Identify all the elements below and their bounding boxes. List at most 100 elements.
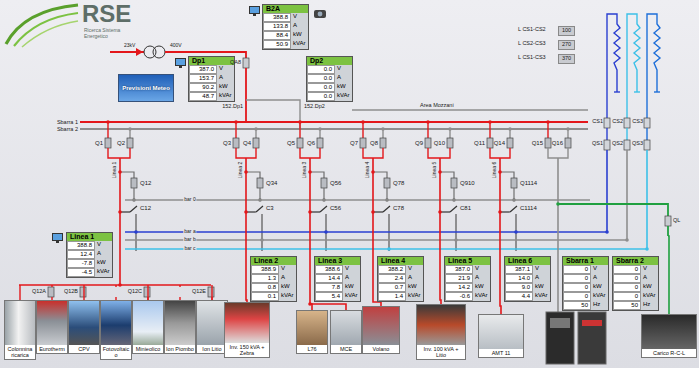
wire: [363, 148, 383, 158]
wire: [19, 284, 211, 286]
panel-row: 21.9A: [445, 274, 490, 283]
feeder-drop: [115, 285, 116, 287]
symbol-label: QS1: [592, 141, 603, 147]
equipment-tile: AMT 11: [478, 314, 524, 358]
measure-unit: V: [343, 265, 359, 274]
breaker-symbol: [425, 138, 431, 148]
cabinet-panel: [550, 318, 570, 328]
measure-unit: A: [95, 250, 111, 259]
breaker-symbol: [131, 178, 137, 188]
wire: [557, 158, 559, 312]
measure-unit: Hz: [641, 301, 657, 310]
measure-unit: kVAr: [335, 92, 352, 101]
feeder-drop: [246, 158, 247, 302]
wire: [547, 122, 548, 138]
measure-unit: kW: [533, 283, 549, 292]
symbol-label: Q9: [415, 140, 423, 146]
symbol-label: 152.Dp1: [222, 104, 243, 110]
breaker-symbol: [317, 138, 323, 148]
wire: [606, 150, 608, 232]
panel-row: 50Hz: [563, 301, 608, 310]
measure-value: 14.2: [445, 283, 473, 292]
measure-value: 0: [613, 292, 641, 301]
monitor-stand: [253, 14, 256, 16]
measure-value: 1.4: [378, 292, 406, 301]
equipment-tile: Inv. 100 kVA + Litio: [416, 304, 466, 360]
equipment-caption: L76: [297, 345, 327, 353]
symbol-label: Sbarra 2: [57, 127, 78, 133]
wire: [489, 122, 490, 138]
measure-value: 0: [613, 265, 641, 274]
measure-value: 0: [563, 283, 591, 292]
symbol-label: Q910: [460, 180, 475, 186]
measure-unit: A: [533, 274, 549, 283]
symbol-label: Sbarra 1: [57, 120, 78, 126]
cabinet-illustration: [578, 312, 606, 364]
symbol-label: Q1: [95, 140, 103, 146]
wire: [310, 172, 324, 178]
panel-title: Linea 4: [378, 257, 423, 265]
measure-unit: A: [473, 274, 489, 283]
panel-row: -0.6kVAr: [445, 292, 490, 301]
symbol-label: L CS1-CS3: [518, 55, 546, 61]
panel-row: 387.0V: [445, 265, 490, 274]
measure-value: 1.3: [251, 274, 279, 283]
bar: [125, 248, 647, 250]
wire: [119, 158, 121, 285]
feeder-drop: [51, 285, 52, 287]
breaker-symbol: [447, 138, 453, 148]
symbol-label: 400V: [170, 43, 182, 48]
measure-value: 0: [563, 265, 591, 274]
symbol-label: QS3: [632, 141, 643, 147]
feeder-drop: [211, 285, 212, 300]
junction-dot: [318, 127, 322, 131]
wire: [245, 68, 247, 122]
panel-title: Linea 6: [505, 257, 550, 265]
breaker-symbol: [144, 287, 150, 297]
meter-panel: Linea 2388.9V1.3A0.8kW0.1kVAr: [250, 256, 297, 302]
breaker-symbol: [297, 138, 303, 148]
junction-dot: [625, 238, 629, 242]
meter-panel: Sbarra 10V0A0kW0kVAr50Hz: [562, 256, 609, 311]
panel-row: 1.3A: [251, 274, 296, 283]
measure-unit: kVAr: [473, 292, 490, 301]
junction-dot: [106, 120, 110, 124]
junction-dot: [381, 127, 385, 131]
panel-row: 387.0V: [189, 65, 234, 74]
measure-value: 12.4: [67, 250, 95, 259]
panel-title: Dp2: [307, 57, 352, 65]
logo-swoosh: [22, 21, 78, 47]
wire: [236, 148, 256, 158]
meter-panel: B2A388.8V133.8A88.4kW50.9kVAr: [262, 4, 309, 50]
wire: [646, 150, 648, 249]
measure-value: -7.8: [67, 259, 95, 268]
wire: [107, 122, 108, 138]
measure-value: 0.0: [307, 92, 335, 101]
measure-value: 0.0: [307, 83, 335, 92]
panel-row: 12.4A: [67, 250, 112, 259]
feeder-drop: [310, 158, 312, 310]
equipment-tile: Inv. 150 kVA + Zebra: [224, 302, 270, 358]
symbol-label: L CS1-CS2: [518, 27, 546, 33]
meter-panel: Linea 6387.1V14.0A9.0kW4.4kVAr: [504, 256, 551, 302]
breaker-symbol: [545, 138, 551, 148]
panel-row: 5.4kVAr: [315, 292, 360, 301]
measure-unit: A: [279, 274, 295, 283]
measure-value: 90.2: [189, 83, 217, 92]
equipment-caption: Inv. 150 kVA + Zebra: [225, 343, 269, 357]
equipment-tile: Volano: [362, 306, 400, 354]
wire: [558, 204, 668, 216]
wire: [626, 100, 627, 118]
measure-value: 2.4: [378, 274, 406, 283]
panel-row: 0.0V: [307, 65, 352, 74]
measure-value: 388.2: [378, 265, 406, 274]
measure-unit: Hz: [591, 301, 607, 310]
symbol-label: C3: [266, 205, 274, 211]
measure-unit: kVAr: [291, 40, 308, 49]
meter-panel: Dp1387.0V153.7A90.2kW48.7kVAr: [188, 56, 235, 102]
busbar: [80, 128, 588, 130]
symbol-label: Q12C: [128, 289, 142, 295]
panel-row: 90.2kW: [189, 83, 234, 92]
junction-dot: [234, 120, 238, 124]
symbol-label: QA8: [230, 60, 241, 66]
